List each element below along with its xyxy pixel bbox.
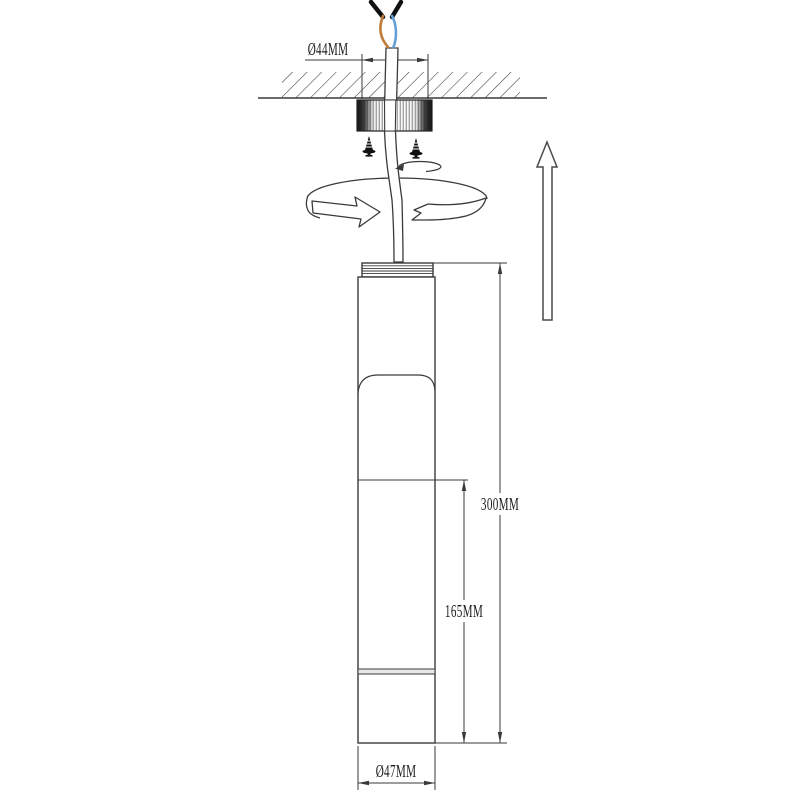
lamp-inner-lens-outline [357,374,436,394]
live-wire [379,14,390,49]
label-canopy-diameter: Ø44MM [307,39,349,59]
lamp-body-tube [357,276,436,744]
wire-tip-left [368,0,386,20]
dimension-body-diameter [357,746,436,790]
mounting-screw-left [362,136,376,157]
twist-rotation-arrow [395,160,442,173]
lift-up-arrow [535,139,559,321]
label-body-diameter: Ø47MM [375,761,417,781]
ceiling-hatch [282,72,520,98]
neutral-wire [390,14,398,49]
dim-arrow-right [417,57,428,63]
lamp-trim-ring [357,668,436,675]
lamp-threaded-cap [361,262,434,278]
dimension-canopy-diameter [305,54,429,99]
dim-arrow-left [362,57,373,63]
rotation-ribbon-arrow [305,177,488,228]
supply-wires [368,0,404,49]
label-total-height: 300MM [478,493,522,515]
mounting-screw-right [409,138,423,159]
ribbon-arrowhead [311,196,381,228]
lamp-fixture [357,262,436,744]
ribbon-tail-notch [411,203,429,221]
label-lower-height: 165MM [442,600,486,622]
mounting-canopy [356,99,433,132]
twist-arrowhead [395,164,404,171]
wire-tip-right [389,0,404,20]
